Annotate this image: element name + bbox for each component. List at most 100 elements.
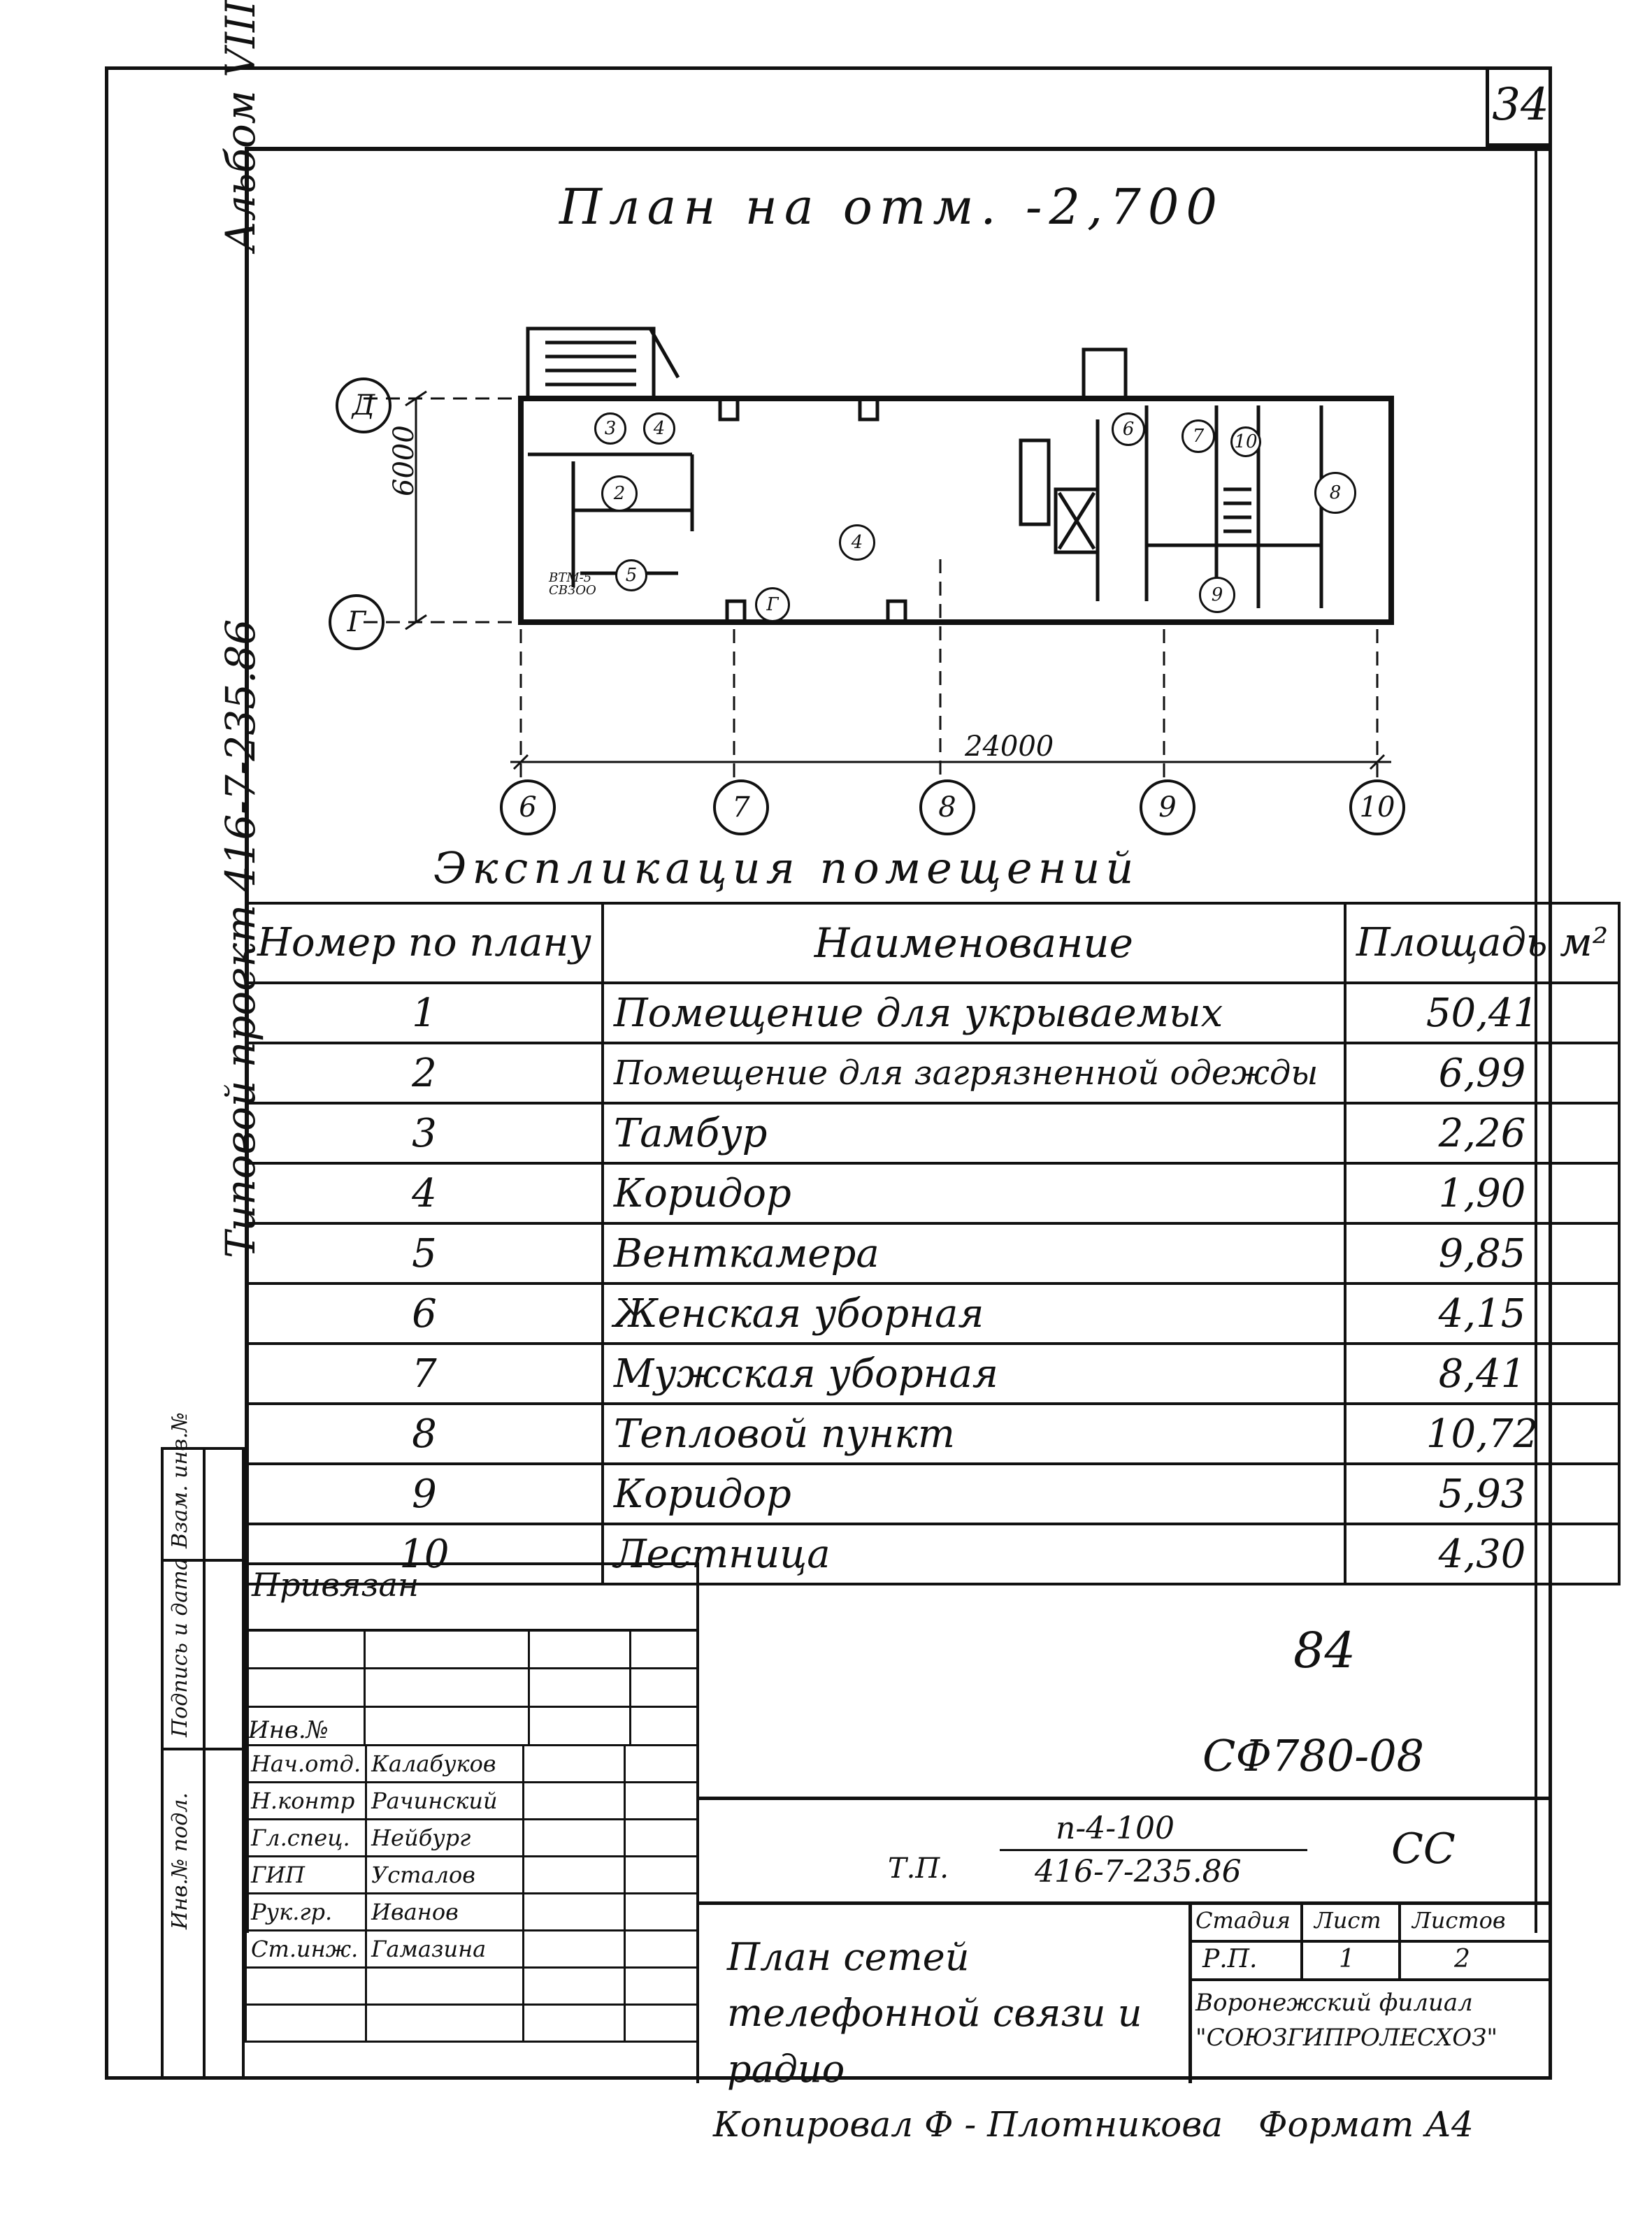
- row-area: 9,85: [1343, 1222, 1621, 1285]
- row-name: Лестница: [601, 1523, 1346, 1585]
- sig-signature: [522, 1929, 626, 1969]
- signature-row: [244, 1966, 700, 2006]
- row-name: Коридор: [601, 1162, 1346, 1225]
- stamp-col-inv: Инв.№ подл.: [168, 1792, 192, 1929]
- floor-plan: [364, 326, 1394, 783]
- sig-name: Гамазина: [365, 1929, 525, 1969]
- room-marker: 4: [839, 524, 875, 561]
- room-marker: 8: [1314, 472, 1356, 514]
- explication-title: Экспликация помещений: [433, 842, 1140, 893]
- row-num: 2: [245, 1042, 604, 1105]
- row-area: 10,72: [1343, 1402, 1621, 1465]
- title-block-line: [1188, 1978, 1552, 1981]
- sig-signature: [522, 1818, 626, 1857]
- room-marker: Г: [755, 587, 790, 622]
- explication-table: Номер по плану Наименование Площадь м² 1…: [245, 902, 1621, 1585]
- row-name: Коридор: [601, 1462, 1346, 1525]
- sig-name: Усталов: [365, 1855, 525, 1894]
- sheets-head: Листов: [1412, 1907, 1506, 1934]
- privyazan-line: [245, 1629, 699, 1632]
- signature-row: Рук.гр.Иванов: [244, 1892, 700, 1932]
- row-name: Венткамера: [601, 1222, 1346, 1285]
- axis-col-6: 6: [500, 779, 556, 835]
- org-name: Воронежский филиал "СОЮЗГИПРОЛЕСХОЗ": [1195, 1989, 1497, 2052]
- row-num: 4: [245, 1162, 604, 1225]
- plan-shaft: [1082, 347, 1128, 401]
- tp-bottom: 416-7-235.86: [1035, 1854, 1242, 1890]
- tp-fraction-line: [1000, 1849, 1307, 1851]
- row-name: Помещение для загрязненной одежды: [601, 1042, 1346, 1105]
- room-marker: 4: [643, 412, 675, 445]
- privyazan-line: [528, 1629, 530, 1744]
- sheets-value: 2: [1454, 1945, 1470, 1973]
- stamp-col-vzam: Взам. инв.№: [168, 1412, 192, 1548]
- axis-row-g: Г: [329, 594, 385, 650]
- title-block-line: [1188, 1901, 1192, 2083]
- row-num: 8: [245, 1402, 604, 1465]
- axis-col-7: 7: [713, 779, 769, 835]
- row-area: 5,93: [1343, 1462, 1621, 1525]
- row-area: 4,15: [1343, 1282, 1621, 1345]
- room-marker: 2: [601, 475, 638, 512]
- sig-name: Калабуков: [365, 1744, 525, 1783]
- sig-name: Рачинский: [365, 1781, 525, 1820]
- stamp-sidebar-line: [203, 1447, 206, 2080]
- room-marker: 10: [1230, 426, 1261, 457]
- col-header-area: Площадь м²: [1343, 902, 1621, 984]
- stamp-sidebar: [161, 1447, 245, 2080]
- sig-role: ГИП: [244, 1855, 368, 1894]
- col-header-num: Номер по плану: [245, 902, 604, 984]
- dim-vertical-label: 6000: [388, 425, 420, 496]
- row-name: Тепловой пункт: [601, 1402, 1346, 1465]
- sig-date: [624, 1818, 700, 1857]
- dim-horizontal-label: 24000: [965, 731, 1054, 763]
- axis-col-9: 9: [1140, 779, 1195, 835]
- room-marker: 6: [1112, 412, 1145, 446]
- row-num: 1: [245, 981, 604, 1044]
- fan-label: ВТМ-5 СВЗОО: [549, 570, 596, 598]
- title-block-line: [1300, 1901, 1303, 1978]
- room-marker: 3: [594, 412, 626, 445]
- sig-role: Ст.инж.: [244, 1929, 368, 1969]
- sig-date: [624, 1929, 700, 1969]
- sig-date: [624, 1744, 700, 1783]
- row-num: 10: [245, 1523, 604, 1585]
- axis-col-8: 8: [919, 779, 975, 835]
- drawing-title: План сетей телефонной связи и радио: [727, 1935, 1142, 2091]
- sheet-value: 1: [1339, 1945, 1355, 1973]
- title-block-line: [699, 1901, 1552, 1905]
- sig-signature: [522, 1892, 626, 1932]
- sig-role: Гл.спец.: [244, 1818, 368, 1857]
- sig-name: Иванов: [365, 1892, 525, 1932]
- privyazan-line: [364, 1629, 366, 1744]
- sig-signature: [522, 1781, 626, 1820]
- plan-title: План на отм. -2,700: [559, 178, 1224, 236]
- plan-outer-wall: [518, 396, 1394, 625]
- tp-top: п-4-100: [1056, 1811, 1175, 1846]
- sig-date: [624, 1855, 700, 1894]
- sig-date: [624, 1781, 700, 1820]
- row-num: 9: [245, 1462, 604, 1525]
- signature-row: [244, 2004, 700, 2043]
- sheet-head: Лист: [1314, 1907, 1381, 1934]
- privyazan-label: Привязан: [252, 1566, 419, 1604]
- format-label: Формат А4: [1258, 2104, 1474, 2145]
- row-area: 2,26: [1343, 1102, 1621, 1165]
- row-num: 3: [245, 1102, 604, 1165]
- row-num: 6: [245, 1282, 604, 1345]
- row-num: 7: [245, 1342, 604, 1405]
- sheet-number: 34: [1486, 66, 1552, 147]
- row-area: 50,41: [1343, 981, 1621, 1044]
- sig-date: [624, 1892, 700, 1932]
- page-mark: 84: [1293, 1622, 1356, 1679]
- privyazan-line: [245, 1667, 699, 1669]
